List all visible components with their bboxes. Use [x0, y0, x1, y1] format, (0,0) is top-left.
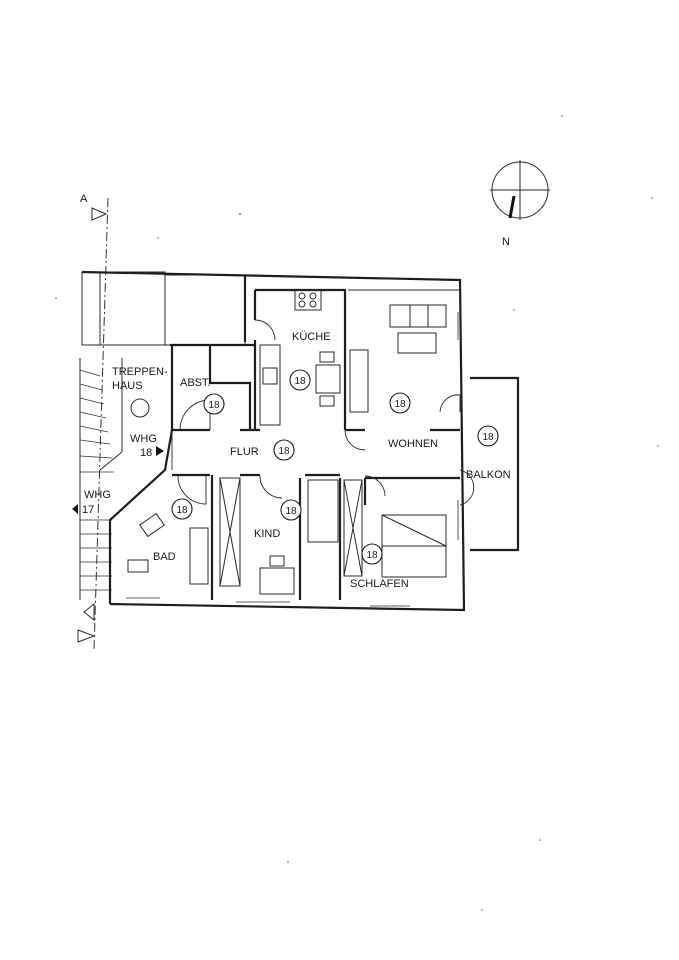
kitchen-table: [315, 364, 341, 394]
room-schlafen-unit: 18: [366, 550, 378, 561]
north-label: N: [502, 236, 510, 248]
north-arrow-icon: [508, 195, 516, 219]
kitchen-furniture: [259, 289, 341, 426]
apartment-18-number: 18: [140, 447, 152, 459]
wardrobes: [219, 477, 363, 587]
scan-specks: [55, 115, 659, 911]
room-bad-unit: 18: [176, 505, 188, 516]
room-bad-label: BAD: [153, 551, 176, 563]
stove-icon: [294, 289, 322, 311]
room-abst-unit: 18: [208, 400, 220, 411]
apartment-18-arrow-icon: [156, 446, 164, 456]
apartment-17-arrow-icon: [72, 504, 78, 514]
sofa: [389, 304, 447, 328]
room-flur-label: FLUR: [230, 446, 259, 458]
compass: N: [490, 160, 550, 248]
section-arrow-bottom-icon: [77, 629, 96, 643]
staircase: [79, 358, 150, 600]
room-wohnen-label: WOHNEN: [388, 438, 438, 450]
windows: [126, 312, 459, 607]
room-kueche-unit: 18: [294, 376, 306, 387]
apartment-17-label: WHG: [84, 489, 111, 501]
bathroom-fixtures: [127, 512, 209, 585]
sink-icon: [262, 367, 278, 385]
balcony: [470, 376, 520, 552]
room-schlafen-label: SCHLAFEN: [350, 578, 409, 590]
desk: [259, 567, 295, 595]
kind-bed: [307, 479, 339, 543]
kind-furniture: [259, 479, 339, 595]
coffee-table: [397, 332, 437, 354]
apartment-markers: WHG 18 WHG 17: [72, 433, 164, 516]
bedroom-bed: [381, 514, 447, 578]
room-balkon-label: BALKON: [466, 469, 511, 481]
room-kind-label: KIND: [254, 528, 280, 540]
room-balkon-unit: 18: [482, 432, 494, 443]
room-flur-unit: 18: [278, 446, 290, 457]
room-abst-label: ABST.: [180, 377, 211, 389]
section-marker-label: A: [80, 193, 88, 205]
room-kueche-label: KÜCHE: [292, 331, 331, 343]
interior-walls: [170, 288, 460, 600]
room-wohnen-unit: 18: [394, 399, 406, 410]
section-arrow-top-icon: [91, 207, 108, 221]
washbasin-icon: [127, 559, 149, 573]
section-line: A: [77, 193, 109, 651]
room-treppenhaus-label-2: HAUS: [112, 380, 143, 392]
toilet-icon: [139, 512, 165, 538]
neighbour-rooms: [81, 271, 246, 346]
room-labels: TREPPEN- HAUS ABST. 18 KÜCHE 18 18 WOHNE…: [112, 331, 511, 590]
apartment-18-label: WHG: [130, 433, 157, 445]
room-treppenhaus-label-1: TREPPEN-: [112, 366, 168, 378]
apartment-17-number: 17: [82, 504, 94, 516]
outer-walls: [81, 270, 466, 612]
bathtub: [189, 527, 209, 585]
living-furniture: [349, 304, 447, 413]
room-kind-unit: 18: [285, 506, 297, 517]
